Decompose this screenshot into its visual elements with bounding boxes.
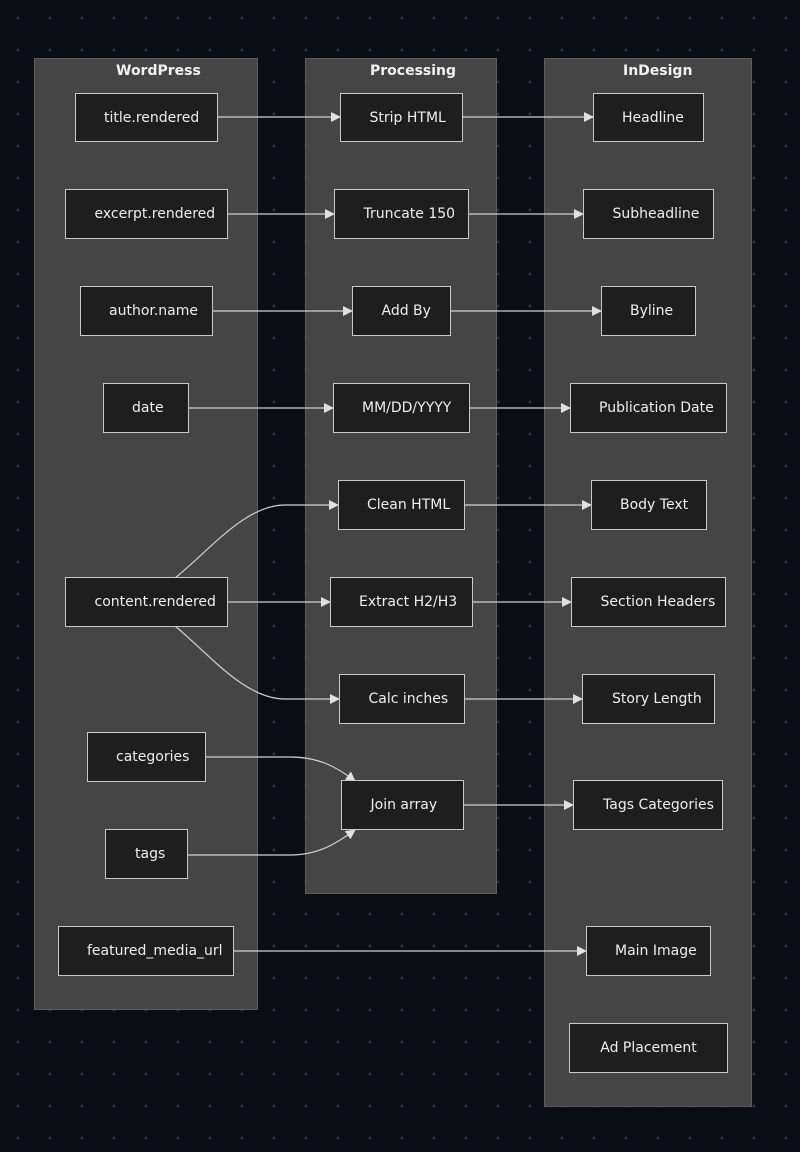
node-author-name[interactable]: author.name: [80, 286, 213, 336]
node-byline[interactable]: Byline: [601, 286, 696, 336]
node-clean-html[interactable]: Clean HTML: [338, 480, 465, 530]
node-date[interactable]: date: [103, 383, 189, 433]
node-content-rendered[interactable]: content.rendered: [65, 577, 228, 627]
node-publication-date[interactable]: Publication Date: [570, 383, 727, 433]
node-excerpt-rendered[interactable]: excerpt.rendered: [65, 189, 228, 239]
node-tags-categories[interactable]: Tags Categories: [573, 780, 723, 830]
node-tags[interactable]: tags: [105, 829, 188, 879]
processing-group-title: Processing: [370, 63, 457, 79]
node-title-rendered[interactable]: title.rendered: [75, 93, 218, 142]
processing-group: Processing: [305, 58, 497, 894]
node-subheadline[interactable]: Subheadline: [583, 189, 714, 239]
node-categories[interactable]: categories: [87, 732, 206, 782]
node-body-text[interactable]: Body Text: [591, 480, 707, 530]
node-date-format[interactable]: MM/DD/YYYY: [333, 383, 470, 433]
node-calc-inches[interactable]: Calc inches: [339, 674, 465, 724]
node-story-length[interactable]: Story Length: [582, 674, 715, 724]
node-join-array[interactable]: Join array: [341, 780, 464, 830]
wordpress-group-title: WordPress: [116, 63, 201, 79]
node-section-headers[interactable]: Section Headers: [571, 577, 726, 627]
node-extract-h2-h3[interactable]: Extract H2/H3: [330, 577, 473, 627]
node-strip-html[interactable]: Strip HTML: [340, 93, 463, 142]
node-truncate[interactable]: Truncate 150: [334, 189, 469, 239]
node-main-image[interactable]: Main Image: [586, 926, 711, 976]
node-ad-placement[interactable]: Ad Placement: [569, 1023, 728, 1073]
indesign-group-title: InDesign: [623, 63, 693, 79]
node-headline[interactable]: Headline: [593, 93, 704, 142]
node-add-by[interactable]: Add By: [352, 286, 451, 336]
node-featured-media-url[interactable]: featured_media_url: [58, 926, 234, 976]
